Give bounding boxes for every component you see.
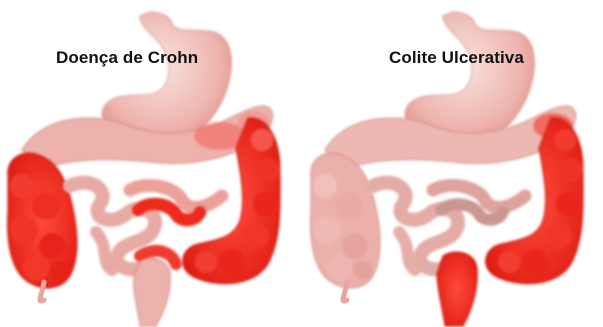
ulcerative-colitis-panel: Colite Ulcerativa (303, 0, 603, 327)
crohn-disease-panel: Doença de Crohn (0, 0, 300, 327)
ulcerative-colitis-label: Colite Ulcerativa (389, 48, 524, 68)
ascending-colon-inflamed (8, 153, 78, 288)
crohn-disease-label: Doença de Crohn (56, 48, 198, 68)
rectum-inflamed (437, 252, 477, 326)
ascending-colon (311, 153, 381, 288)
rectum (134, 259, 171, 326)
